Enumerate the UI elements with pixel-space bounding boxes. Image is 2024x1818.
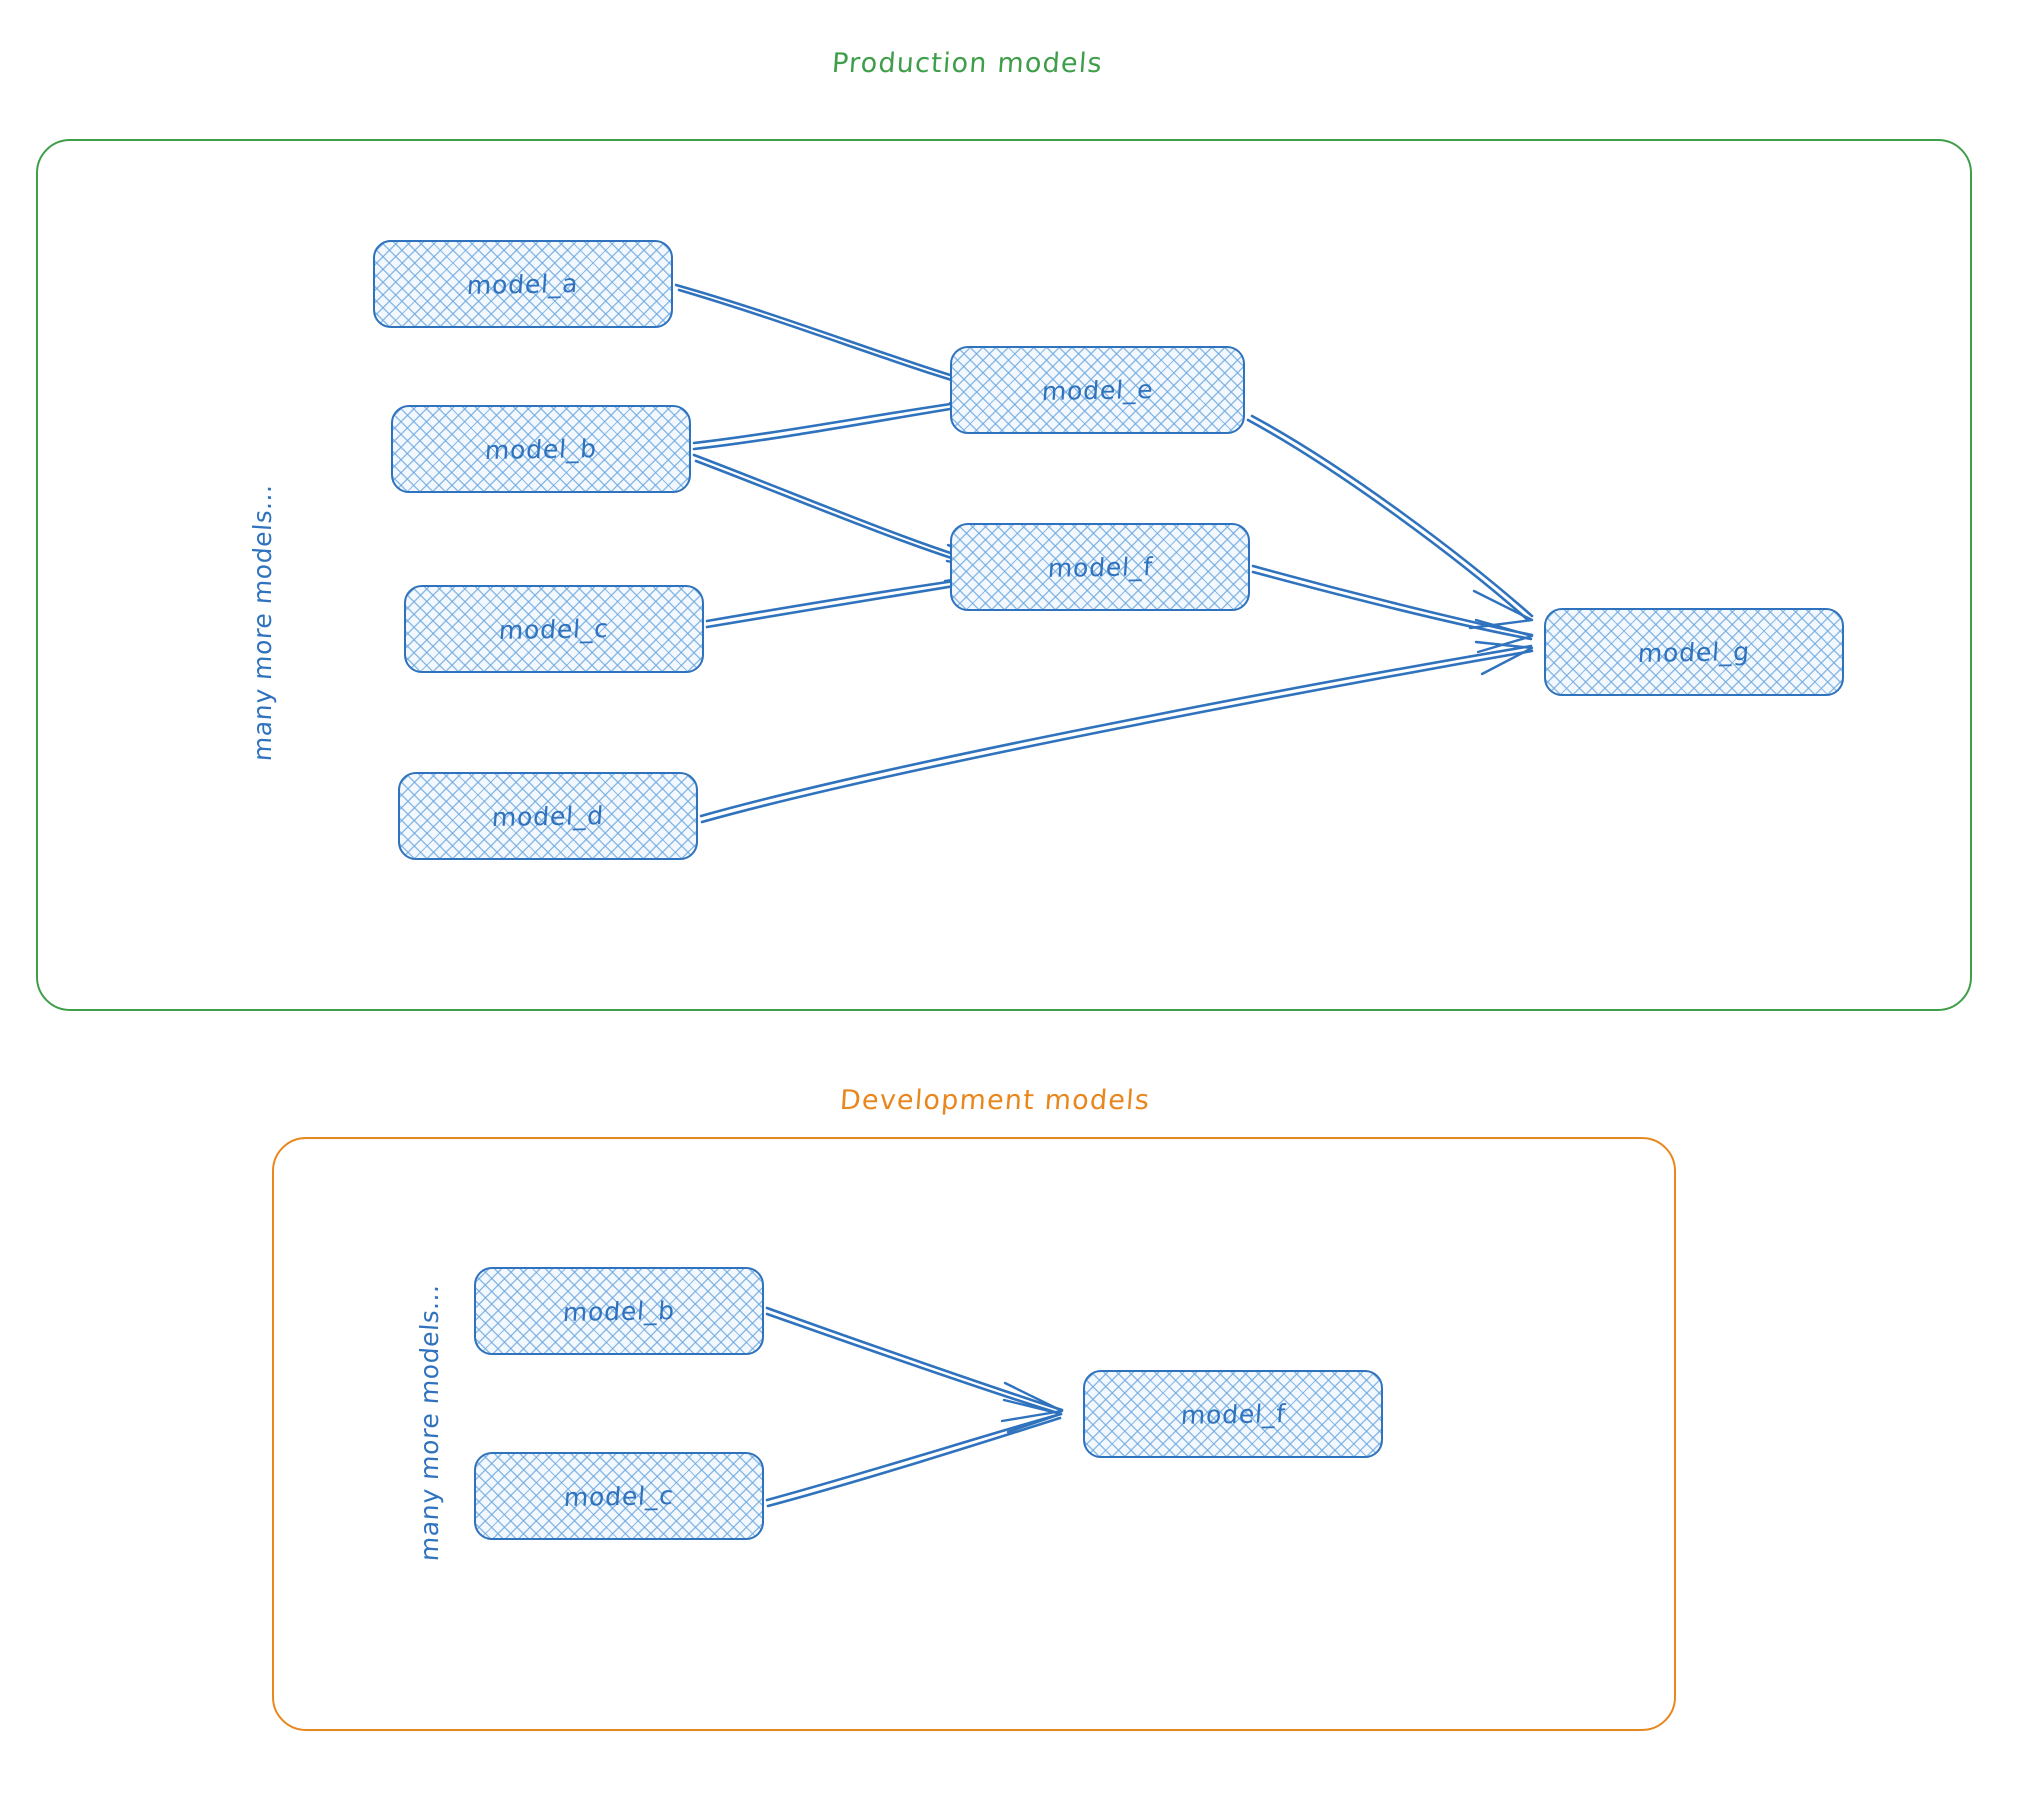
node-label: model_g bbox=[1636, 636, 1751, 668]
node-dev-model-f[interactable]: model_f bbox=[1083, 1370, 1383, 1458]
node-dev-model-c[interactable]: model_c bbox=[474, 1452, 764, 1540]
node-label: model_d bbox=[490, 800, 605, 832]
node-model-a[interactable]: model_a bbox=[373, 240, 673, 328]
node-model-b[interactable]: model_b bbox=[391, 405, 691, 493]
node-model-c[interactable]: model_c bbox=[404, 585, 704, 673]
node-label: model_e bbox=[1040, 374, 1155, 406]
node-label: model_f bbox=[1179, 1398, 1287, 1430]
node-label: model_c bbox=[498, 613, 610, 645]
production-group-title: Production models bbox=[830, 48, 1104, 79]
node-label: model_c bbox=[563, 1480, 675, 1512]
node-label: model_b bbox=[561, 1295, 676, 1327]
development-group-title: Development models bbox=[838, 1085, 1152, 1116]
production-many-more-models-label: many more models... bbox=[248, 482, 277, 763]
development-group-container bbox=[272, 1137, 1676, 1731]
production-group-container bbox=[36, 139, 1972, 1011]
node-label: model_f bbox=[1046, 551, 1154, 583]
node-label: model_b bbox=[483, 433, 598, 465]
node-model-e[interactable]: model_e bbox=[950, 346, 1245, 434]
node-dev-model-b[interactable]: model_b bbox=[474, 1267, 764, 1355]
node-label: model_a bbox=[466, 268, 580, 300]
development-many-more-models-label: many more models... bbox=[415, 1282, 444, 1563]
node-model-f[interactable]: model_f bbox=[950, 523, 1250, 611]
node-model-d[interactable]: model_d bbox=[398, 772, 698, 860]
node-model-g[interactable]: model_g bbox=[1544, 608, 1844, 696]
